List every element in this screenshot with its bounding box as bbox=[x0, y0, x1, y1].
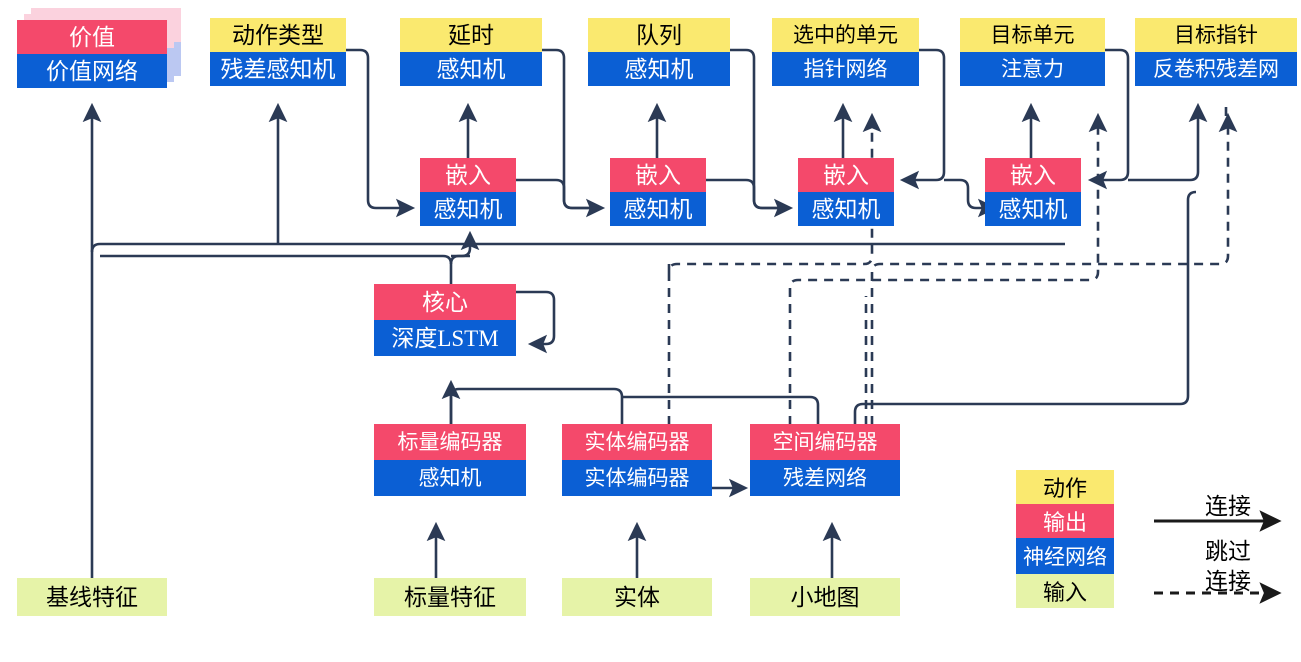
node-embed-1-network: 感知机 bbox=[420, 192, 516, 226]
input-entities[interactable]: 实体 bbox=[562, 578, 712, 616]
node-value-output: 价值 bbox=[17, 20, 167, 54]
legend-arrow-glyphs bbox=[1154, 510, 1282, 604]
node-embed-1-output: 嵌入 bbox=[420, 158, 516, 192]
node-embed-2-network: 感知机 bbox=[610, 192, 706, 226]
node-target-unit[interactable]: 目标单元 注意力 bbox=[960, 18, 1105, 86]
node-embed-3[interactable]: 嵌入 感知机 bbox=[798, 158, 894, 226]
node-spatial-encoder-network: 残差网络 bbox=[750, 460, 900, 496]
node-selected-units-action: 选中的单元 bbox=[772, 18, 919, 52]
node-embed-4[interactable]: 嵌入 感知机 bbox=[985, 158, 1081, 226]
node-spatial-encoder-output: 空间编码器 bbox=[750, 424, 900, 460]
node-scalar-encoder[interactable]: 标量编码器 感知机 bbox=[374, 424, 526, 496]
node-entity-encoder[interactable]: 实体编码器 实体编码器 bbox=[562, 424, 712, 496]
node-spatial-encoder[interactable]: 空间编码器 残差网络 bbox=[750, 424, 900, 496]
node-scalar-encoder-network: 感知机 bbox=[374, 460, 526, 496]
legend-arrow-skip-label-line1: 跳过 bbox=[1205, 539, 1251, 564]
node-embed-4-output: 嵌入 bbox=[985, 158, 1081, 192]
legend-swatch-action: 动作 bbox=[1016, 470, 1114, 504]
legend-arrow-connect-label: 连接 bbox=[1205, 494, 1251, 519]
input-minimap[interactable]: 小地图 bbox=[750, 578, 900, 616]
node-embed-3-network: 感知机 bbox=[798, 192, 894, 226]
input-baseline-features-label: 基线特征 bbox=[17, 578, 167, 616]
node-embed-3-output: 嵌入 bbox=[798, 158, 894, 192]
legend-swatches: 动作 输出 神经网络 输入 bbox=[1016, 470, 1114, 608]
legend-swatch-output: 输出 bbox=[1016, 504, 1114, 538]
node-selected-units-network: 指针网络 bbox=[772, 52, 919, 86]
node-entity-encoder-network: 实体编码器 bbox=[562, 460, 712, 496]
node-value-network: 价值网络 bbox=[17, 54, 167, 88]
input-minimap-label: 小地图 bbox=[750, 578, 900, 616]
node-embed-4-network: 感知机 bbox=[985, 192, 1081, 226]
legend-swatch-input: 输入 bbox=[1016, 574, 1114, 608]
node-value[interactable]: 价值 价值网络 bbox=[17, 20, 167, 88]
node-target-unit-action: 目标单元 bbox=[960, 18, 1105, 52]
node-embed-1[interactable]: 嵌入 感知机 bbox=[420, 158, 516, 226]
node-action-type[interactable]: 动作类型 残差感知机 bbox=[210, 18, 346, 86]
node-selected-units[interactable]: 选中的单元 指针网络 bbox=[772, 18, 919, 86]
input-scalar-features[interactable]: 标量特征 bbox=[374, 578, 526, 616]
node-delay-action: 延时 bbox=[400, 18, 542, 52]
input-scalar-features-label: 标量特征 bbox=[374, 578, 526, 616]
legend-arrow-skip-label-line2: 连接 bbox=[1205, 569, 1251, 594]
node-scalar-encoder-output: 标量编码器 bbox=[374, 424, 526, 460]
node-queue[interactable]: 队列 感知机 bbox=[588, 18, 730, 86]
node-delay-network: 感知机 bbox=[400, 52, 542, 86]
node-target-point[interactable]: 目标指针 反卷积残差网 bbox=[1135, 18, 1297, 86]
node-embed-2-output: 嵌入 bbox=[610, 158, 706, 192]
node-entity-encoder-output: 实体编码器 bbox=[562, 424, 712, 460]
node-delay[interactable]: 延时 感知机 bbox=[400, 18, 542, 86]
node-action-type-action: 动作类型 bbox=[210, 18, 346, 52]
node-queue-action: 队列 bbox=[588, 18, 730, 52]
legend-swatch-network: 神经网络 bbox=[1016, 538, 1114, 574]
node-core-network: 深度LSTM bbox=[374, 320, 516, 356]
node-action-type-network: 残差感知机 bbox=[210, 52, 346, 86]
node-embed-2[interactable]: 嵌入 感知机 bbox=[610, 158, 706, 226]
input-entities-label: 实体 bbox=[562, 578, 712, 616]
node-core-output: 核心 bbox=[374, 284, 516, 320]
input-baseline-features[interactable]: 基线特征 bbox=[17, 578, 167, 616]
node-target-point-network: 反卷积残差网 bbox=[1135, 52, 1297, 86]
node-target-point-action: 目标指针 bbox=[1135, 18, 1297, 52]
node-target-unit-network: 注意力 bbox=[960, 52, 1105, 86]
node-queue-network: 感知机 bbox=[588, 52, 730, 86]
node-core[interactable]: 核心 深度LSTM bbox=[374, 284, 516, 356]
